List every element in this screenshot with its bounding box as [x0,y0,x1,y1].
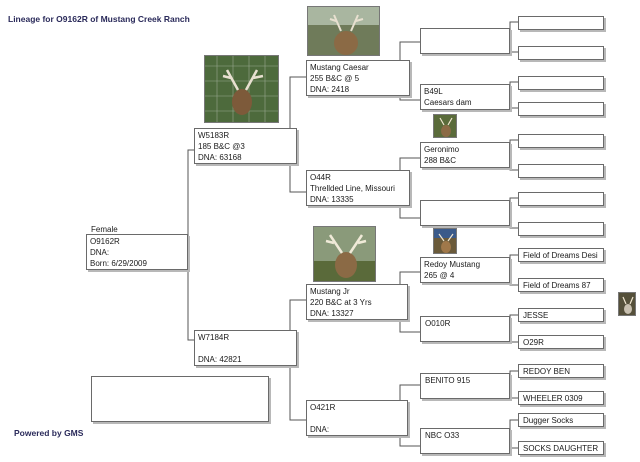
sire-box[interactable]: W5183R 185 B&C @3 DNA: 63168 [194,128,297,164]
dam-box[interactable]: W7184R DNA: 42821 [194,330,297,366]
gen5-box-8[interactable] [518,222,604,236]
gen5-dd-s-dam: WHEELER 0309 [523,394,583,403]
subject-id: O9162R [90,237,120,246]
gen4-ss-dam-box[interactable]: B49L Caesars dam [420,84,510,110]
deer-icon [205,56,278,122]
gen5-dd-d-dam: SOCKS DAUGHTER [523,444,599,453]
gen5-box-2[interactable] [518,46,604,60]
dam-dna: DNA: 42821 [198,355,242,364]
gen4-ss-dam-id: B49L [424,87,443,96]
gen5-box-7[interactable] [518,192,604,206]
dam-sire-score: 220 B&C at 3 Yrs [310,298,372,307]
deer-icon [434,115,456,137]
gen4-ss-sire-box[interactable] [420,28,510,54]
deer-photo-geronimo [433,114,457,138]
gen5-dd-d-dam-box[interactable]: SOCKS DAUGHTER [518,441,604,455]
deer-icon [308,7,379,55]
powered-by-label: Powered by GMS [14,428,84,438]
gen4-ds-sire-score: 265 @ 4 [424,271,455,280]
notes-box[interactable] [91,376,269,422]
gen5-box-6[interactable] [518,164,604,178]
gen4-dd-sire-box[interactable]: BENITO 915 [420,373,510,399]
gen5-ds-d-dam-box[interactable]: O29R [518,335,604,349]
gen5-dd-d-sire: Dugger Socks [523,416,574,425]
dam-sire-box[interactable]: Mustang Jr 220 B&C at 3 Yrs DNA: 13327 [306,284,408,320]
subject-dna: DNA: [90,248,110,257]
gen5-ds-s-sire: Field of Dreams Desi [523,251,598,260]
gen4-ds-dam-id: O010R [425,319,451,328]
dam-sire-id: Mustang Jr [310,287,350,296]
sire-sire-id: Mustang Caesar [310,63,369,72]
sire-sire-score: 255 B&C @ 5 [310,74,360,83]
dam-dam-box[interactable]: O421R DNA: [306,400,408,436]
deer-icon [619,293,635,315]
gen5-ds-s-sire-box[interactable]: Field of Dreams Desi [518,248,604,262]
sire-score: 185 B&C @3 [198,142,245,151]
gen4-ds-sire-id: Redoy Mustang [424,260,481,269]
sire-sire-dna: DNA: 2418 [310,85,350,94]
gen5-ds-d-dam: O29R [523,338,544,347]
sire-dam-box[interactable]: O44R Threllded Line, Missouri DNA: 13335 [306,170,410,206]
dam-dam-id: O421R [310,403,336,412]
dam-dam-dna: DNA: [310,425,330,434]
gen4-sd-dam-box[interactable] [420,200,510,226]
sire-id: W5183R [198,131,230,140]
gen5-box-4[interactable] [518,102,604,116]
sire-dam-id: O44R [310,173,331,182]
gen5-dd-s-sire-box[interactable]: REDOY BEN [518,364,604,378]
deer-photo-mustang-jr [313,226,376,282]
gen4-ds-sire-box[interactable]: Redoy Mustang 265 @ 4 [420,257,510,283]
page-title: Lineage for O9162R of Mustang Creek Ranc… [8,14,190,24]
gen5-ds-s-dam-box[interactable]: Field of Dreams 87 [518,278,604,292]
gen4-dd-sire-id: BENITO 915 [425,376,471,385]
gen5-dd-d-sire-box[interactable]: Dugger Socks [518,413,604,427]
deer-photo-w5183r [204,55,279,123]
gen5-dd-s-dam-box[interactable]: WHEELER 0309 [518,391,604,405]
gen5-ds-s-dam: Field of Dreams 87 [523,281,591,290]
gen4-dd-dam-box[interactable]: NBC O33 [420,428,510,454]
sire-dna: DNA: 63168 [198,153,242,162]
sire-sire-box[interactable]: Mustang Caesar 255 B&C @ 5 DNA: 2418 [306,60,410,96]
gen4-ss-dam-note: Caesars dam [424,98,472,107]
gen5-box-1[interactable] [518,16,604,30]
gen4-dd-dam-id: NBC O33 [425,431,460,440]
gen4-sd-sire-id: Geronimo [424,145,460,154]
deer-icon [434,229,456,253]
deer-icon [314,227,375,281]
dam-id: W7184R [198,333,230,342]
gen5-box-5[interactable] [518,134,604,148]
subject-box[interactable]: O9162R DNA: Born: 6/29/2009 [86,234,188,270]
dam-sire-dna: DNA: 13327 [310,309,354,318]
gen5-dd-s-sire: REDOY BEN [523,367,570,376]
gen5-ds-d-sire: JESSE [523,311,549,320]
gen4-ds-dam-box[interactable]: O010R [420,316,510,342]
sire-dam-line: Threllded Line, Missouri [310,184,395,193]
gen4-sd-sire-score: 288 B&C [424,156,457,165]
subject-sex-label: Female [91,225,118,234]
gen5-ds-d-sire-box[interactable]: JESSE [518,308,604,322]
subject-born: Born: 6/29/2009 [90,259,147,268]
deer-photo-edge [618,292,636,316]
gen5-box-3[interactable] [518,76,604,90]
deer-photo-mustang-caesar [307,6,380,56]
gen4-sd-sire-box[interactable]: Geronimo 288 B&C [420,142,510,168]
sire-dam-dna: DNA: 13335 [310,195,354,204]
deer-photo-redoy-mustang [433,228,457,254]
